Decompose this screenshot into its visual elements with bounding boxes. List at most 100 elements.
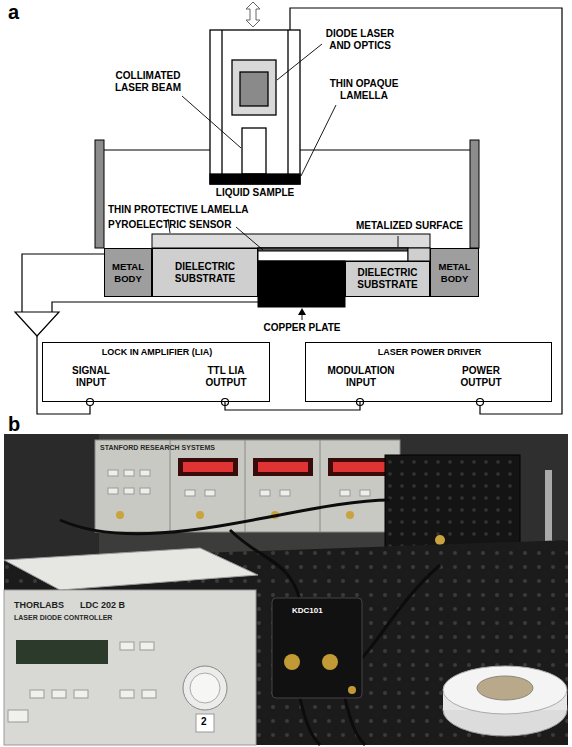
drawing-part (22, 254, 104, 312)
drawing-part (108, 488, 118, 494)
drawing-part (52, 690, 66, 698)
drawing-part (260, 490, 270, 496)
drawing-part (253, 458, 313, 476)
drawing-part (152, 234, 430, 248)
panel-letter: b (8, 412, 20, 436)
drawing-part (4, 548, 258, 590)
drawing-part (277, 44, 322, 80)
instrument-box: LASER POWER DRIVERMODULATION INPUTPOWER … (305, 342, 552, 402)
brand-text: STANFORD RESEARCH SYSTEMS (100, 444, 215, 452)
drawing-part (258, 248, 408, 261)
port-circles (87, 399, 484, 406)
drawing-part (8, 642, 156, 722)
motion-arrow (246, 2, 260, 27)
instrument-box: LOCK IN AMPLIFIER (LIA) SIGNAL INPUT TTL L… (42, 342, 270, 402)
drawing-part (8, 710, 28, 722)
brand-text: THORLABS (14, 600, 64, 611)
drawing-part (300, 698, 320, 745)
drawing-part (258, 462, 308, 472)
drawing-part (258, 261, 345, 307)
drawing-part (108, 470, 118, 476)
drawing-part (4, 590, 256, 745)
drawing-part (87, 399, 94, 406)
drawing-part (104, 150, 210, 151)
drawing-part (95, 140, 104, 248)
drawing-part (348, 686, 356, 694)
drawing-part (477, 399, 484, 406)
drawing-part (280, 490, 290, 496)
model-text: KDC101 (292, 606, 323, 616)
drawing-part (95, 440, 400, 532)
photo (4, 434, 568, 745)
drawing-part (205, 490, 215, 496)
drawing-part (477, 676, 533, 700)
part-label: COPPER PLATE (262, 322, 342, 334)
drawing-part (301, 105, 336, 176)
drawing-part (360, 565, 440, 660)
drawing-part (124, 470, 134, 476)
drawing-part (300, 150, 470, 151)
drawing-part (333, 462, 385, 472)
box-title: LOCK IN AMPLIFIER (LIA) (43, 347, 271, 358)
drawing-part (140, 470, 150, 476)
port-label: SIGNAL INPUT (56, 365, 126, 389)
drawing-part (328, 458, 390, 476)
drawing-part (272, 598, 362, 698)
drawing-part (236, 227, 263, 250)
port-label: TTL LIA OUTPUT (196, 365, 256, 389)
drawing-part (178, 458, 238, 476)
box-text: METAL BODY (433, 261, 476, 284)
dielectric-substrate: DIELECTRIC SUBSTRATE (152, 248, 258, 297)
drawing-part (240, 72, 268, 106)
drawing-part (4, 434, 99, 564)
drawing-part (210, 174, 300, 184)
part-label: THIN OPAQUE LAMELLA (322, 78, 406, 102)
drawing-part (116, 511, 124, 519)
drawing-part (74, 690, 88, 698)
drawing-part (435, 535, 445, 545)
drawing-part (120, 690, 134, 698)
part-label: DIODE LASER AND OPTICS (318, 28, 402, 52)
drawing-part (340, 490, 350, 496)
drawing-part (320, 440, 321, 532)
drawing-part (346, 511, 354, 519)
drawing-part (196, 511, 204, 519)
drawing-part (290, 8, 562, 414)
drawing-part (120, 642, 134, 650)
amplifier-symbol (15, 312, 59, 336)
drawing-part (408, 248, 430, 261)
port-label: MODULATION INPUT (321, 365, 401, 389)
drawing-part (221, 30, 222, 174)
drawing-part (185, 490, 195, 496)
drawing-part (190, 673, 220, 703)
panel-letter: a (8, 0, 19, 24)
drawing-part (4, 434, 568, 745)
part-label: METALIZED SURFACE (356, 220, 463, 232)
drawing-part (52, 302, 258, 312)
drawing-part (232, 60, 276, 115)
metal-body: METAL BODY (104, 248, 152, 297)
sticker-number: 2 (201, 716, 207, 728)
box-text: METAL BODY (107, 261, 149, 284)
drawing-part (360, 490, 370, 496)
sensor-stack (152, 234, 430, 307)
drawing-part (470, 140, 479, 248)
drawing-part (287, 30, 288, 174)
arrow-head (298, 308, 306, 315)
wire-connector (225, 402, 360, 410)
drawing-part (116, 511, 354, 519)
drawing-part (140, 488, 150, 494)
drawing-part (210, 30, 300, 184)
drawing-part (16, 640, 108, 664)
drawing-part (443, 666, 567, 714)
drawing-part (124, 488, 134, 494)
port-label: POWER OUTPUT (441, 365, 521, 389)
metal-body: METAL BODY (430, 248, 479, 297)
drawing-part (183, 462, 233, 472)
drawing-part (60, 500, 390, 534)
drawing-part (170, 440, 171, 532)
model-text: LDC 202 B (80, 600, 125, 611)
drawing-part (258, 248, 408, 251)
drawing-part (140, 642, 154, 650)
